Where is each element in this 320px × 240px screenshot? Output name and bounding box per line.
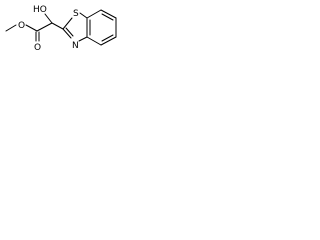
bond-ester-oxygen-to-methyl <box>5 24 17 32</box>
bond-sulfur-to-c7a <box>79 12 88 19</box>
atom-label-sulfur: S <box>73 9 79 19</box>
bond-c2-to-nitrogen-double-b <box>65 27 74 37</box>
bond-c5-to-c4 <box>100 36 117 46</box>
bond-alpha-carbon-to-hydroxyl <box>44 13 53 24</box>
bond-c7a-to-c7 <box>86 9 102 19</box>
atom-label-carbonyl-oxygen: O <box>34 43 41 53</box>
bond-c7-to-c6 <box>100 9 117 19</box>
atom-label-ester-oxygen: O <box>18 21 25 31</box>
bond-carbonyl-carbon-to-ester-oxygen <box>25 24 38 32</box>
bond-c4-to-c3a <box>86 36 102 46</box>
bond-c5-to-c4-inner <box>101 34 114 42</box>
bond-c2-to-nitrogen-double-a <box>62 28 72 39</box>
atom-label-nitrogen: N <box>72 41 79 51</box>
molecule-structure: HO S N O O <box>5 5 117 53</box>
bond-c7-to-c6-inner <box>101 13 114 21</box>
bond-alpha-carbon-to-ring-carbon <box>51 22 64 30</box>
bond-c2-to-sulfur <box>62 17 73 30</box>
bond-nitrogen-to-c3a <box>78 36 88 42</box>
atom-label-hydroxyl: HO <box>33 5 47 15</box>
bond-alpha-carbon-to-carbonyl-carbon <box>36 22 53 32</box>
